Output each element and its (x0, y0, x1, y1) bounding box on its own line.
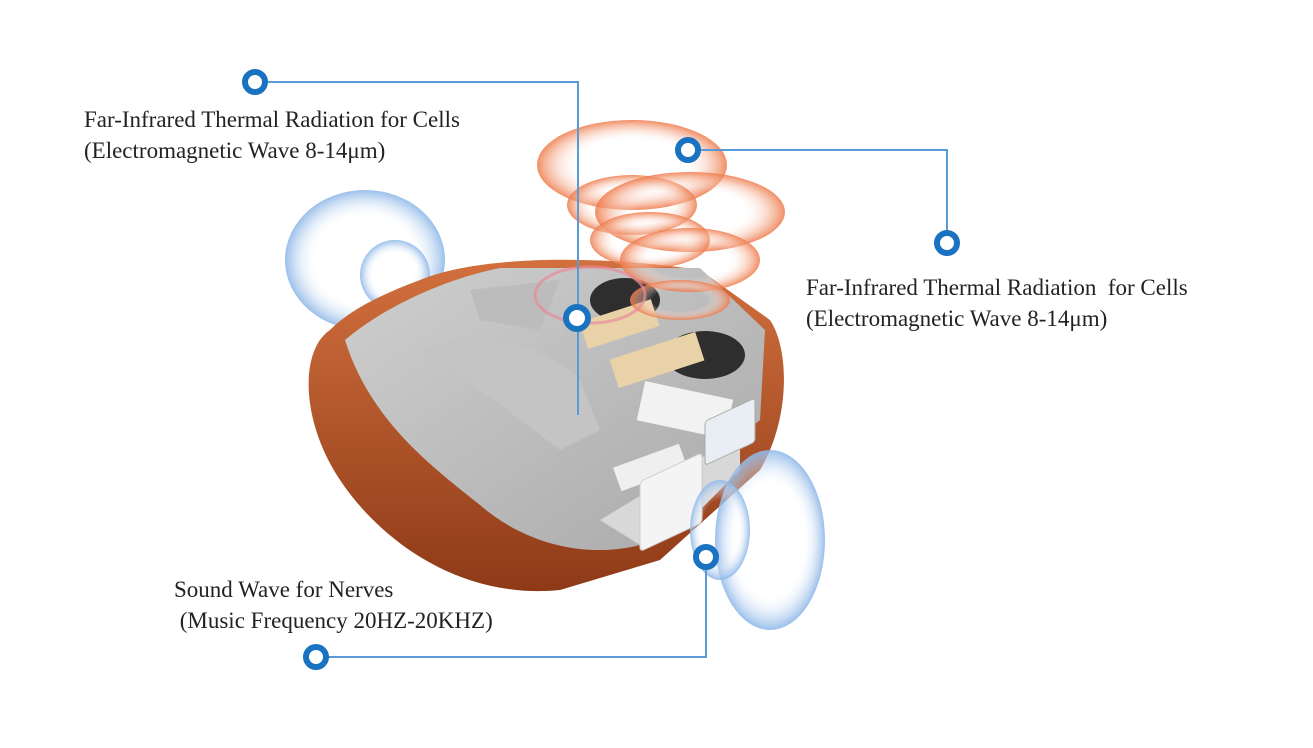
callout-far-infrared-left: Far-Infrared Thermal Radiation for Cells… (84, 104, 460, 166)
callout-title: Far-Infrared Thermal Radiation for Cells (84, 107, 460, 132)
callout-subtitle: (Music Frequency 20HZ-20KHZ) (174, 608, 493, 633)
marker-icon (675, 137, 701, 163)
callout-far-infrared-right: Far-Infrared Thermal Radiation for Cells… (806, 272, 1188, 334)
heating-pad (609, 331, 705, 389)
callout-subtitle: (Electromagnetic Wave 8-14μm) (84, 138, 386, 163)
callout-subtitle: (Electromagnetic Wave 8-14μm) (806, 306, 1108, 331)
cushion-body (308, 259, 784, 592)
callout-title: Far-Infrared Thermal Radiation for Cells (806, 275, 1188, 300)
marker-icon (563, 304, 591, 332)
control-panel (704, 398, 756, 465)
marker-icon (242, 69, 268, 95)
marker-icon (693, 544, 719, 570)
marker-icon (934, 230, 960, 256)
callout-lines (262, 81, 948, 658)
speaker-grille (639, 453, 703, 551)
marker-icon (303, 644, 329, 670)
callout-title: Sound Wave for Nerves (174, 577, 394, 602)
callout-sound-wave: Sound Wave for Nerves (Music Frequency 2… (174, 574, 493, 636)
